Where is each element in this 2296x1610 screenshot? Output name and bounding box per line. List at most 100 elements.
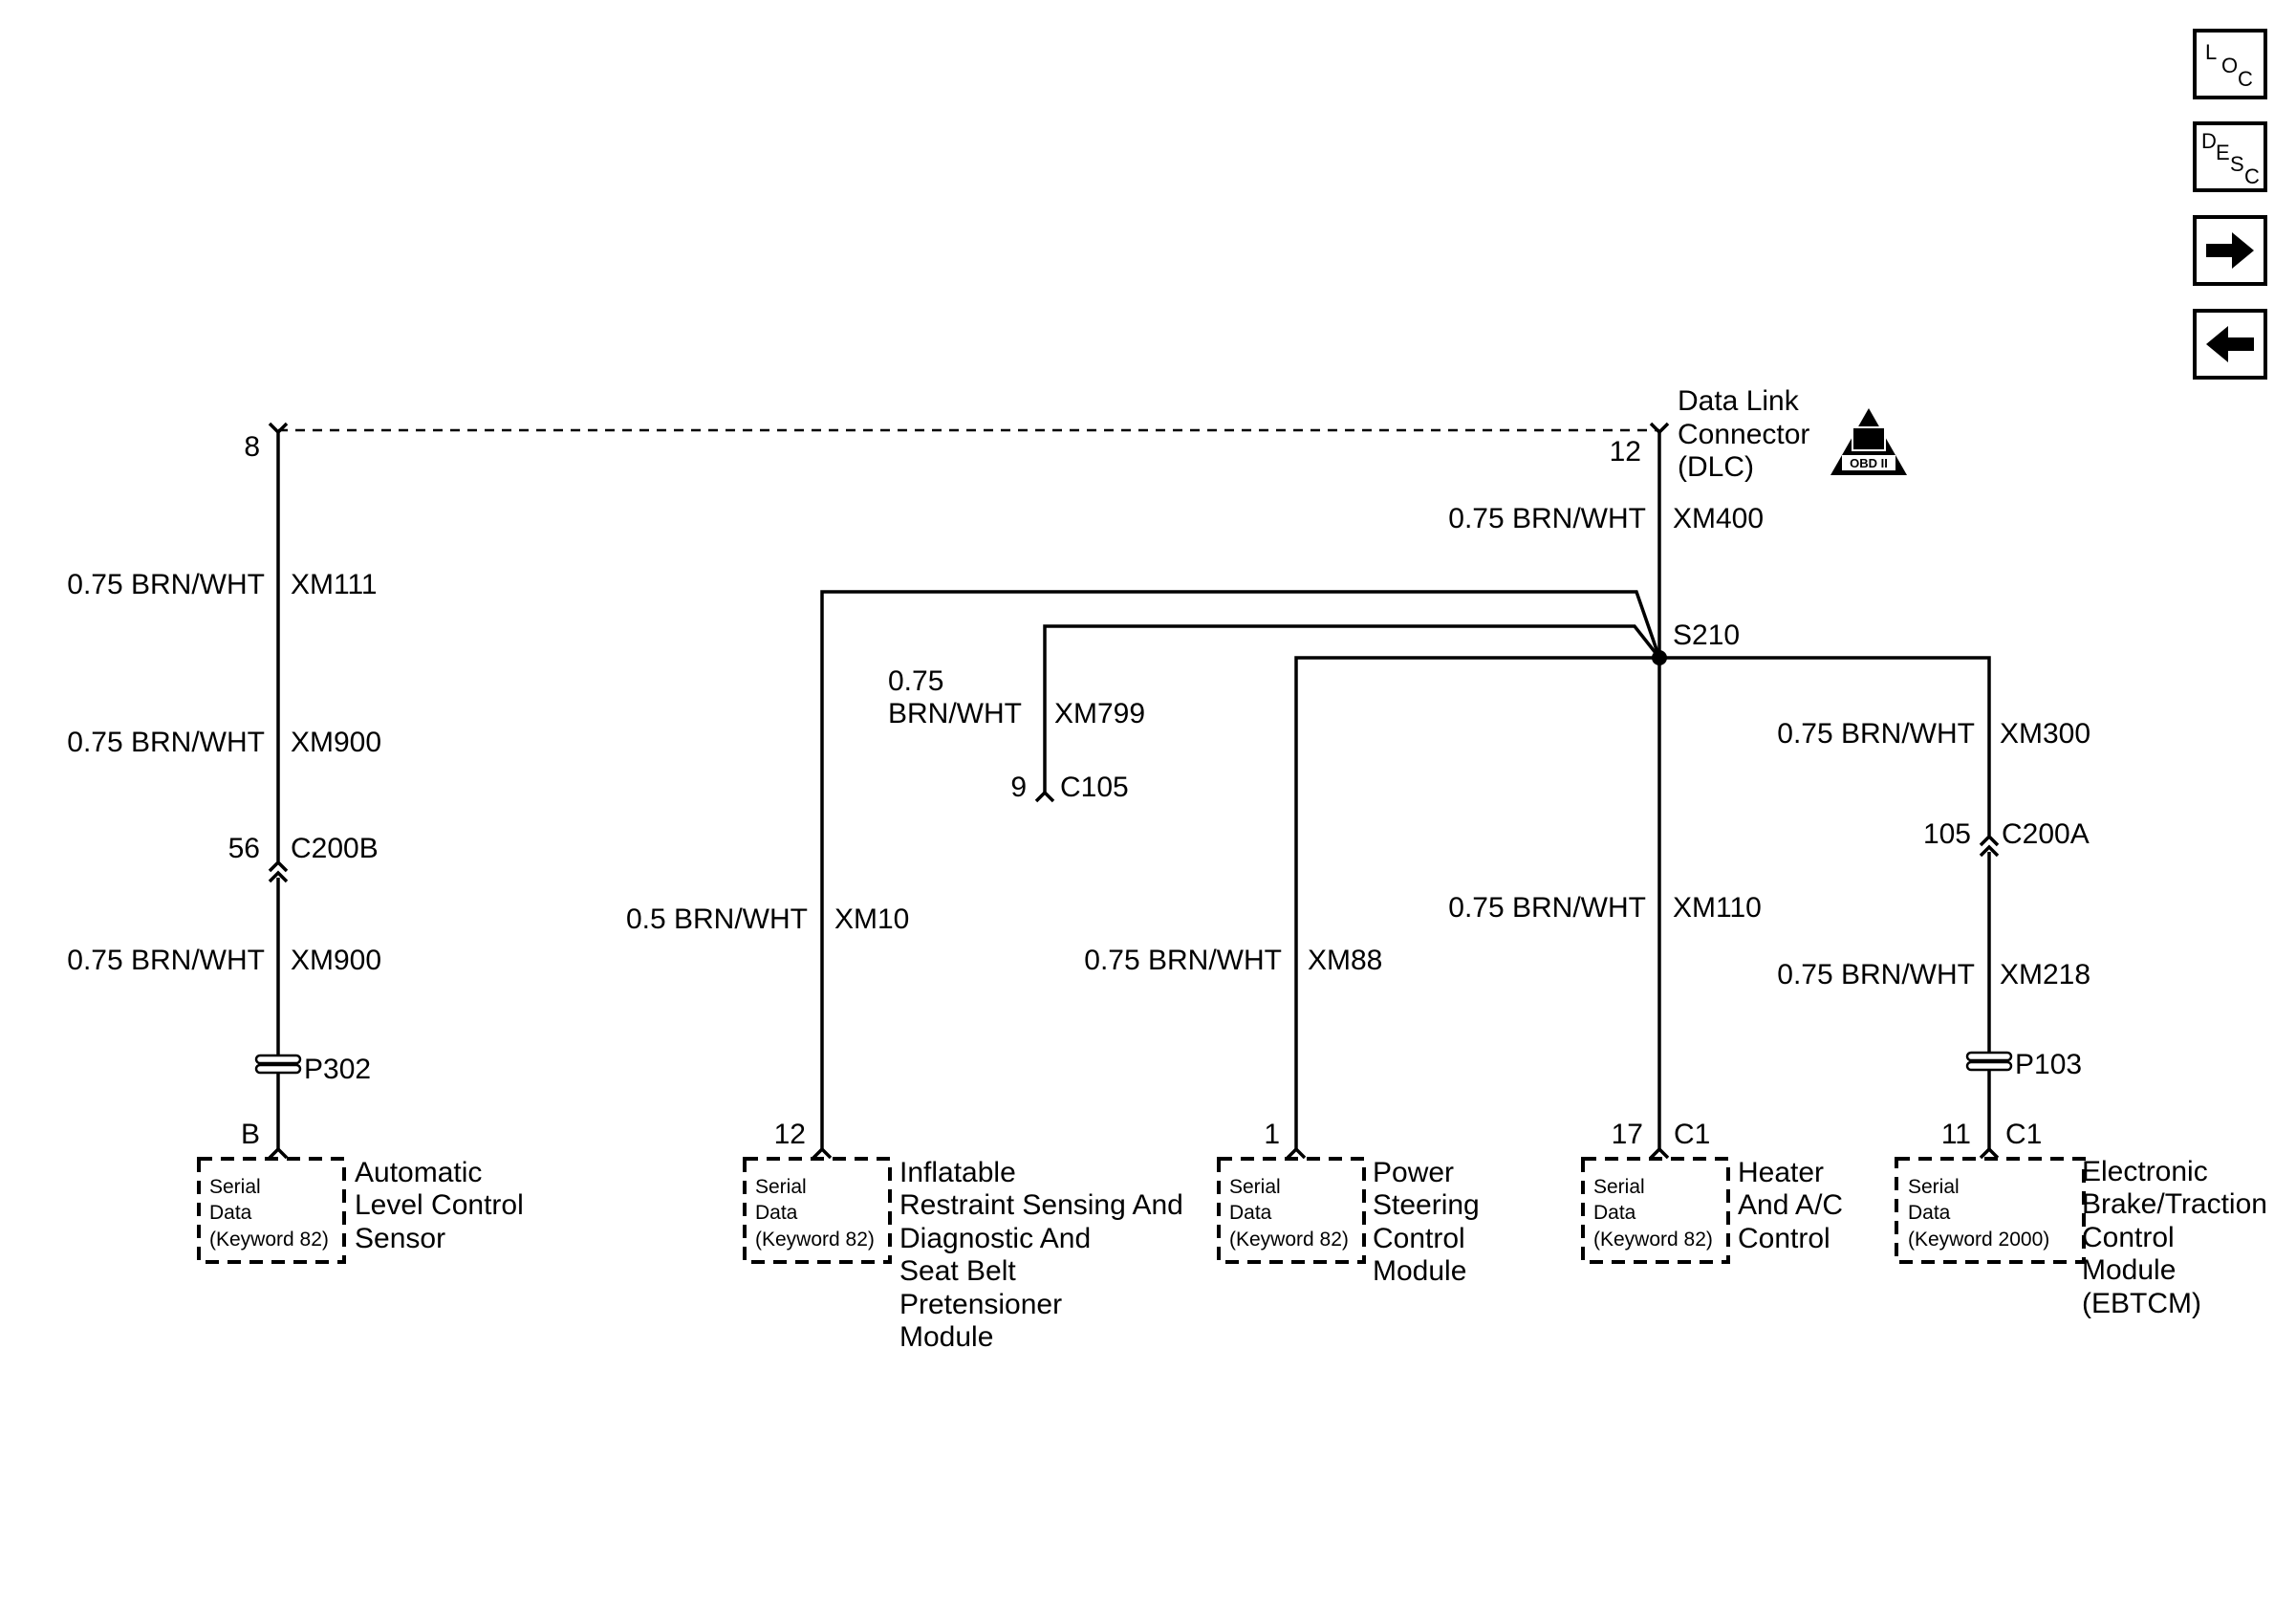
wires bbox=[268, 422, 2000, 1160]
ebtcm-pin-cap bbox=[1979, 1146, 2000, 1160]
module-hvac: 17 C1 Serial Data (Keyword 82) Heater An… bbox=[1593, 1119, 1843, 1254]
desc-letter-e: E bbox=[2216, 141, 2230, 164]
alc-module-box bbox=[197, 1157, 346, 1264]
loc-letter-o: O bbox=[2221, 54, 2238, 77]
hvac-pin-label: 17 bbox=[1612, 1119, 1643, 1150]
forward-button[interactable] bbox=[2193, 215, 2267, 286]
hvac-connector-label: C1 bbox=[1674, 1119, 1710, 1150]
obd-ii-icon: II OBD II bbox=[1830, 408, 1907, 475]
splice-s210-label: S210 bbox=[1673, 620, 1740, 651]
hvac-serial-line3: (Keyword 82) bbox=[1593, 1229, 1713, 1251]
xm10-circuit: XM10 bbox=[834, 903, 909, 935]
xm799-gauge-line1: 0.75 bbox=[888, 665, 943, 697]
xm111-gauge: 0.75 BRN/WHT bbox=[67, 569, 265, 600]
pscm-module-box bbox=[1217, 1157, 1366, 1264]
c105-pin: 9 bbox=[1010, 772, 1027, 803]
alc-serial-line1: Serial bbox=[209, 1176, 261, 1198]
obd-text: OBD II bbox=[1850, 456, 1888, 470]
hvac-name-line2: And A/C bbox=[1738, 1189, 1843, 1221]
ebtcm-serial-line1: Serial bbox=[1908, 1176, 1960, 1198]
desc-letter-c: C bbox=[2244, 164, 2260, 188]
p302-symbol bbox=[254, 1054, 302, 1075]
c200b-chevrons bbox=[268, 859, 289, 883]
sdm-serial-line3: (Keyword 82) bbox=[755, 1229, 875, 1251]
sdm-serial-line2: Data bbox=[755, 1202, 798, 1224]
c200a-name: C200A bbox=[2002, 818, 2090, 850]
module-ebtcm: 11 C1 Serial Data (Keyword 2000) Electro… bbox=[1908, 1119, 2267, 1319]
alc-name-line1: Automatic bbox=[355, 1157, 482, 1188]
sdm-serial-line1: Serial bbox=[755, 1176, 807, 1198]
left-arrow-icon bbox=[2206, 326, 2254, 362]
c200b-pin: 56 bbox=[228, 833, 260, 864]
module-sdm: 12 Serial Data (Keyword 82) Inflatable R… bbox=[755, 1119, 1183, 1353]
ebtcm-connector-label: C1 bbox=[2005, 1119, 2042, 1150]
desc-letter-d: D bbox=[2201, 129, 2217, 153]
xm110-gauge: 0.75 BRN/WHT bbox=[1448, 892, 1646, 924]
wire-xm10 bbox=[820, 590, 1661, 1149]
c105-name: C105 bbox=[1060, 772, 1129, 803]
pscm-pin-cap bbox=[1286, 1146, 1307, 1160]
ebtcm-name-line1: Electronic bbox=[2082, 1156, 2208, 1187]
hvac-pin-cap bbox=[1649, 1146, 1670, 1160]
xm88-gauge: 0.75 BRN/WHT bbox=[1084, 945, 1282, 976]
hvac-module-box bbox=[1581, 1157, 1730, 1264]
xm300-gauge: 0.75 BRN/WHT bbox=[1777, 718, 1975, 750]
xm799-gauge-line2: BRN/WHT bbox=[888, 698, 1022, 729]
right-arrow-icon bbox=[2206, 232, 2254, 269]
loc-button[interactable]: L O C bbox=[2193, 29, 2267, 99]
pscm-name-line4: Module bbox=[1373, 1255, 1466, 1287]
back-button[interactable] bbox=[2193, 309, 2267, 380]
hvac-serial-line1: Serial bbox=[1593, 1176, 1645, 1198]
hvac-serial-line2: Data bbox=[1593, 1202, 1636, 1224]
xm111-circuit: XM111 bbox=[291, 569, 378, 600]
p103-symbol bbox=[1965, 1051, 2013, 1072]
c200a-chevrons bbox=[1979, 834, 2000, 858]
xm88-circuit: XM88 bbox=[1308, 945, 1382, 976]
pscm-pin-label: 1 bbox=[1264, 1119, 1280, 1150]
pscm-serial-line3: (Keyword 82) bbox=[1229, 1229, 1349, 1251]
hvac-name-line1: Heater bbox=[1738, 1157, 1824, 1188]
sdm-name-line1: Inflatable bbox=[899, 1157, 1016, 1188]
loc-letter-c: C bbox=[2238, 67, 2253, 91]
c200a-pin: 105 bbox=[1923, 818, 1971, 850]
sdm-pin-cap bbox=[812, 1146, 833, 1160]
p103-label: P103 bbox=[2015, 1049, 2082, 1080]
xm110-circuit: XM110 bbox=[1673, 892, 1762, 924]
alc-name-line2: Level Control bbox=[355, 1189, 524, 1221]
xm218-gauge: 0.75 BRN/WHT bbox=[1777, 959, 1975, 990]
xm900-upper-gauge: 0.75 BRN/WHT bbox=[67, 727, 265, 758]
dlc-pin-8-label: 8 bbox=[244, 431, 260, 463]
ebtcm-serial-line2: Data bbox=[1908, 1202, 1951, 1224]
module-boxes bbox=[197, 1157, 2086, 1264]
sdm-pin-label: 12 bbox=[774, 1119, 806, 1150]
sdm-name-line3: Diagnostic And bbox=[899, 1223, 1091, 1254]
pscm-name-line3: Control bbox=[1373, 1223, 1465, 1254]
xm400-gauge: 0.75 BRN/WHT bbox=[1448, 503, 1646, 534]
dlc-label-line3: (DLC) bbox=[1678, 451, 1754, 483]
xm900-upper-circuit: XM900 bbox=[291, 727, 381, 758]
module-alc: B Serial Data (Keyword 82) Automatic Lev… bbox=[209, 1119, 524, 1254]
xm218-circuit: XM218 bbox=[2000, 959, 2090, 990]
xm400-circuit: XM400 bbox=[1673, 503, 1764, 534]
hvac-name-line3: Control bbox=[1738, 1223, 1830, 1254]
dlc-pin-12-cap bbox=[1649, 422, 1670, 435]
alc-pin-cap bbox=[268, 1146, 289, 1160]
module-pscm: 1 Serial Data (Keyword 82) Power Steerin… bbox=[1229, 1119, 1480, 1287]
dlc-label-line1: Data Link bbox=[1678, 385, 1800, 417]
ebtcm-name-line4: Module bbox=[2082, 1254, 2176, 1286]
desc-button[interactable]: D E S C bbox=[2193, 121, 2267, 192]
dlc-pin-12-label: 12 bbox=[1610, 436, 1641, 468]
xm900-lower-gauge: 0.75 BRN/WHT bbox=[67, 945, 265, 976]
wire-xm88 bbox=[1294, 656, 1659, 1149]
sdm-module-box bbox=[743, 1157, 892, 1264]
xm900-lower-circuit: XM900 bbox=[291, 945, 381, 976]
ebtcm-serial-line3: (Keyword 2000) bbox=[1908, 1229, 2049, 1251]
pscm-name-line1: Power bbox=[1373, 1157, 1454, 1188]
c105-cap bbox=[1034, 790, 1055, 803]
xm10-gauge: 0.5 BRN/WHT bbox=[626, 903, 808, 935]
ebtcm-name-line5: (EBTCM) bbox=[2082, 1288, 2201, 1319]
sdm-name-line6: Module bbox=[899, 1321, 993, 1353]
dlc-label-line2: Connector bbox=[1678, 419, 1809, 450]
alc-name-line3: Sensor bbox=[355, 1223, 445, 1254]
